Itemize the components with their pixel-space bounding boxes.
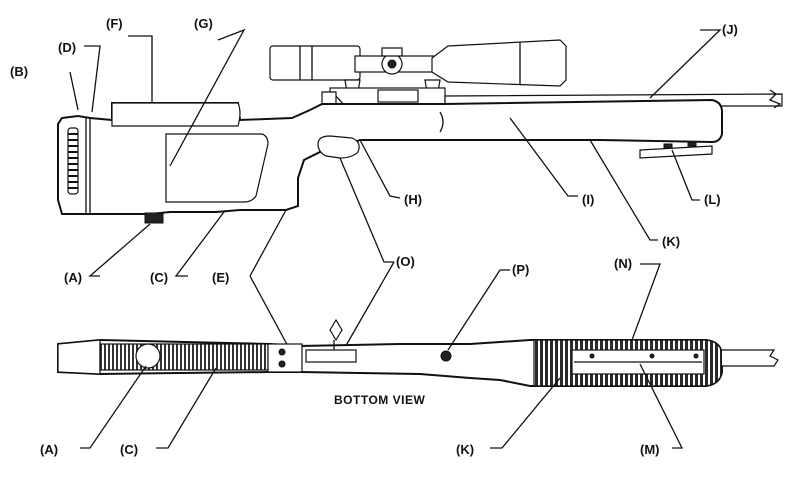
bottom-butt <box>57 339 101 375</box>
label-i: (I) <box>582 192 594 207</box>
label-g: (G) <box>194 16 213 31</box>
bottom-view <box>57 263 779 449</box>
label-a-side: (A) <box>64 270 82 285</box>
label-o: (O) <box>396 254 415 269</box>
side-leaders <box>69 28 722 357</box>
thumbhole <box>165 133 269 203</box>
label-k-bottom: (K) <box>456 442 474 457</box>
label-k-side: (K) <box>662 234 680 249</box>
bottom-sling-stud <box>135 343 161 369</box>
label-d: (D) <box>58 40 76 55</box>
label-m: (M) <box>640 442 660 457</box>
bottom-view-title: BOTTOM VIEW <box>334 393 425 407</box>
label-f: (F) <box>106 16 123 31</box>
grip-checkering <box>99 343 269 371</box>
bipod-rail <box>639 145 713 159</box>
scope <box>269 39 567 93</box>
label-c-bottom: (C) <box>120 442 138 457</box>
label-j: (J) <box>722 22 738 37</box>
label-n: (N) <box>614 256 632 271</box>
label-p: (P) <box>512 262 529 277</box>
labels: (B) (D) (F) (G) (H) (I) (J) (K) (L) (A) … <box>10 16 738 457</box>
sling-stud <box>144 212 164 224</box>
label-c-side: (C) <box>150 270 168 285</box>
cheek-piece <box>111 102 241 127</box>
label-l: (L) <box>704 192 721 207</box>
label-e: (E) <box>212 270 229 285</box>
trigger-guard <box>317 135 360 159</box>
label-a-bottom: (A) <box>40 442 58 457</box>
label-h: (H) <box>404 192 422 207</box>
side-view <box>57 28 783 357</box>
stock <box>57 98 723 224</box>
label-b: (B) <box>10 64 28 79</box>
front-screw <box>440 350 452 362</box>
butt-pad <box>67 127 79 195</box>
